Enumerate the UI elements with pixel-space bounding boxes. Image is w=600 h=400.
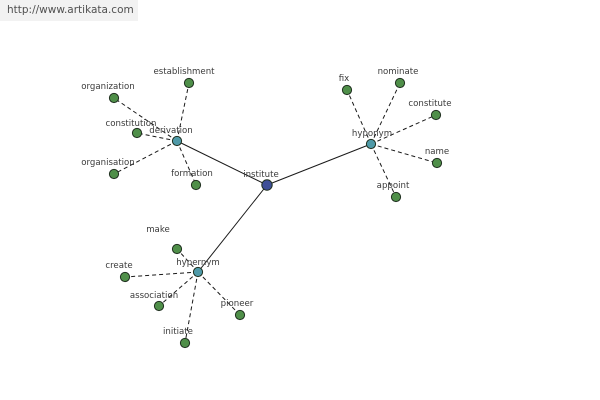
label-organization: organization (81, 82, 134, 92)
label-institute: institute (243, 170, 279, 180)
node-formation[interactable] (190, 179, 202, 191)
label-nominate: nominate (378, 67, 419, 77)
edge-derivation-organisation (113, 140, 178, 175)
label-make: make (146, 225, 170, 235)
node-create[interactable] (119, 271, 131, 283)
edge-derivation-organization (113, 97, 178, 142)
node-make[interactable] (171, 243, 183, 255)
edge-hypernym-create (124, 271, 199, 278)
label-establishment: establishment (153, 67, 215, 77)
node-organisation[interactable] (108, 168, 120, 180)
node-constitute[interactable] (430, 109, 442, 121)
edge-hypernym-make (176, 248, 199, 273)
site-banner: http://www.artikata.com (0, 0, 138, 21)
label-formation: formation (171, 169, 213, 179)
label-derivation: derivation (149, 126, 192, 136)
label-hyponym: hyponym (352, 129, 392, 139)
edge-hyponym-constitute (370, 114, 437, 145)
node-name[interactable] (431, 157, 443, 169)
node-nominate[interactable] (394, 77, 406, 89)
node-association[interactable] (153, 300, 165, 312)
node-hyponym[interactable] (365, 138, 377, 150)
nodes-layer (108, 77, 443, 349)
label-name: name (425, 147, 449, 157)
label-association: association (130, 291, 178, 301)
node-pioneer[interactable] (234, 309, 246, 321)
edge-hypernym-pioneer (197, 271, 241, 316)
label-organisation: organisation (81, 158, 134, 168)
label-pioneer: pioneer (221, 299, 254, 309)
edge-hyponym-name (370, 143, 438, 164)
label-hypernym: hypernym (176, 258, 220, 268)
labels-layer: institute derivation establishment organiza… (81, 67, 451, 337)
edge-hyponym-appoint (370, 143, 397, 198)
label-appoint: appoint (377, 181, 410, 191)
edge-hypernym-association (158, 271, 199, 307)
node-fix[interactable] (341, 84, 353, 96)
edge-hyponym-fix (346, 89, 372, 145)
site-url-link[interactable]: http://www.artikata.com (7, 4, 134, 16)
edge-derivation-establishment (176, 82, 190, 142)
node-institute[interactable] (261, 179, 273, 191)
node-initiate[interactable] (179, 337, 191, 349)
node-organization[interactable] (108, 92, 120, 104)
node-establishment[interactable] (183, 77, 195, 89)
edges-layer (113, 82, 438, 344)
edge-institute-hyponym (266, 143, 372, 186)
node-derivation[interactable] (171, 135, 183, 147)
edge-institute-derivation (176, 140, 268, 186)
label-create: create (105, 261, 132, 271)
label-initiate: initiate (163, 327, 193, 337)
label-constitute: constitute (408, 99, 451, 109)
label-constitution: constitution (106, 119, 157, 129)
edge-hyponym-nominate (370, 82, 401, 145)
node-appoint[interactable] (390, 191, 402, 203)
edge-derivation-formation (176, 140, 197, 186)
node-hypernym[interactable] (192, 266, 204, 278)
edge-institute-hypernym (197, 184, 268, 273)
label-fix: fix (339, 74, 350, 84)
node-constitution[interactable] (131, 127, 143, 139)
edge-hypernym-initiate (184, 271, 199, 344)
